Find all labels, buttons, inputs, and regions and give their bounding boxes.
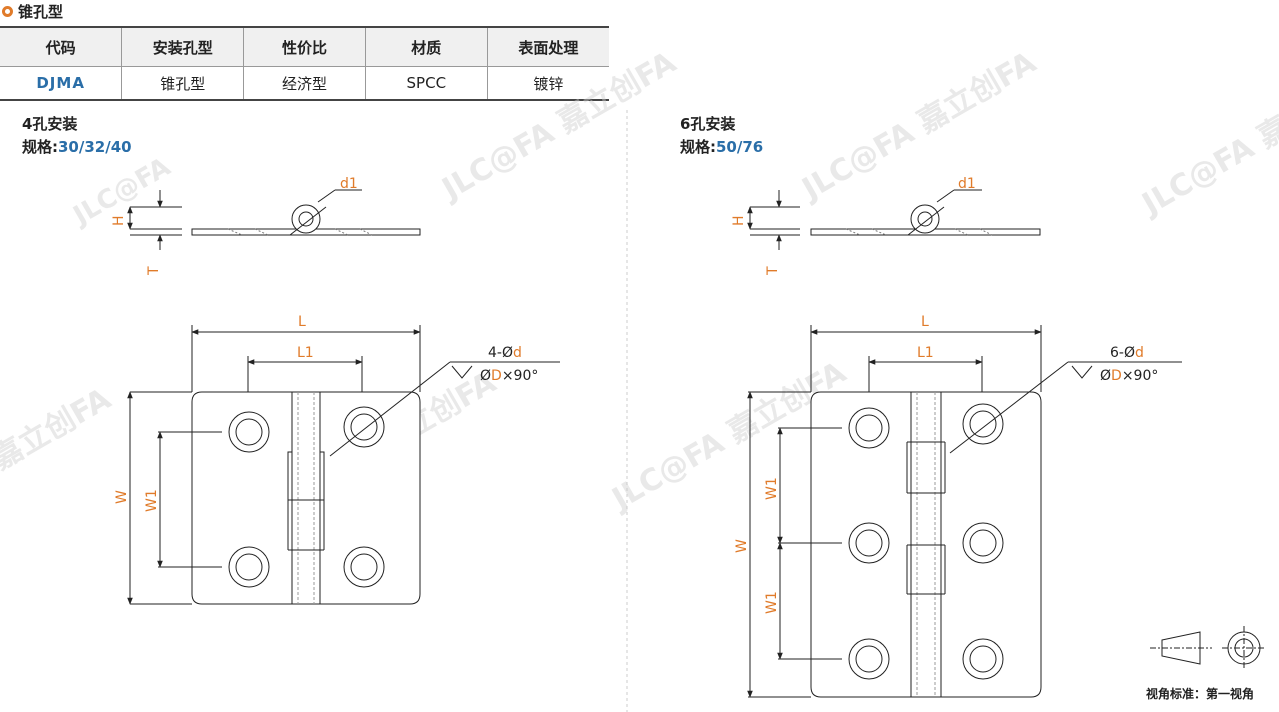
section-title: 锥孔型	[2, 0, 63, 22]
dim-W1-right-bottom: W1	[764, 591, 780, 614]
dim-W-left: W	[114, 490, 130, 504]
countersink-note-left: ØD×90°	[480, 368, 538, 384]
dim-T-left: T	[146, 266, 162, 276]
svg-text:嘉立创FA: 嘉立创FA	[0, 381, 117, 477]
countersink-note-right: ØD×90°	[1100, 368, 1158, 384]
hole-note-right: 6-Ød	[1110, 345, 1144, 361]
table-header-row: 代码 安装孔型 性价比 材质 表面处理	[0, 26, 609, 67]
section-title-text: 锥孔型	[18, 2, 64, 21]
left-install-type: 4孔安装	[22, 115, 78, 133]
table-cell: 锥孔型	[121, 66, 244, 101]
dim-L-left: L	[298, 314, 306, 330]
table-header: 代码	[0, 26, 122, 67]
right-spec-values: 50/76	[716, 138, 764, 156]
table-cell-code: DJMA	[0, 66, 122, 101]
svg-text:JLC@FA 嘉立创FA: JLC@FA 嘉立创FA	[795, 45, 1043, 208]
left-heading: 4孔安装 规格:30/32/40	[22, 113, 132, 159]
svg-text:JLC@FA 嘉立创FA: JLC@FA 嘉立创FA	[1135, 60, 1279, 223]
hole-icon	[848, 403, 1004, 680]
dim-L-right: L	[921, 314, 929, 330]
right-heading: 6孔安装 规格:50/76	[680, 113, 763, 159]
dim-d1-left: d1	[340, 176, 358, 192]
left-spec: 规格:30/32/40	[22, 138, 132, 156]
table-cell: 镀锌	[486, 66, 609, 101]
right-install-type: 6孔安装	[680, 115, 736, 133]
dim-L1-left: L1	[297, 345, 314, 361]
circle-bullet-icon	[2, 5, 13, 17]
dim-W1-left: W1	[144, 489, 160, 512]
table-header: 安装孔型	[121, 26, 244, 67]
right-front-view: L L1 W W1 W1 6-Ød	[734, 314, 1182, 698]
hole-icon	[228, 406, 385, 588]
dim-T-right: T	[765, 266, 781, 276]
projection-note: 视角标准：第一视角	[1146, 687, 1255, 701]
right-spec: 规格:50/76	[680, 138, 764, 156]
dim-H-left: H	[111, 215, 127, 226]
dim-W-right: W	[734, 539, 750, 553]
table-row: DJMA 锥孔型 经济型 SPCC 镀锌	[0, 66, 609, 101]
dim-W1-right-top: W1	[764, 477, 780, 500]
table-header: 表面处理	[486, 26, 609, 67]
table-header: 性价比	[243, 26, 366, 67]
table-cell: SPCC	[364, 66, 488, 101]
right-side-view: H T d1	[731, 176, 1041, 276]
dim-d1-right: d1	[958, 176, 976, 192]
dim-H-right: H	[731, 215, 747, 226]
left-front-view: L L1 W W1 4-Ød ØD×90°	[114, 314, 560, 605]
left-spec-values: 30/32/40	[58, 138, 132, 156]
left-side-view: H T d1	[111, 176, 421, 276]
hole-note-left: 4-Ød	[488, 345, 522, 361]
spec-table: 代码 安装孔型 性价比 材质 表面处理 DJMA 锥孔型 经济型 SPCC 镀锌	[0, 26, 609, 101]
svg-text:JLC@FA 嘉立创FA: JLC@FA 嘉立创FA	[435, 45, 683, 208]
dim-L1-right: L1	[917, 345, 934, 361]
table-cell: 经济型	[243, 66, 366, 101]
first-angle-projection-icon	[1150, 626, 1266, 670]
table-header: 材质	[364, 26, 488, 67]
